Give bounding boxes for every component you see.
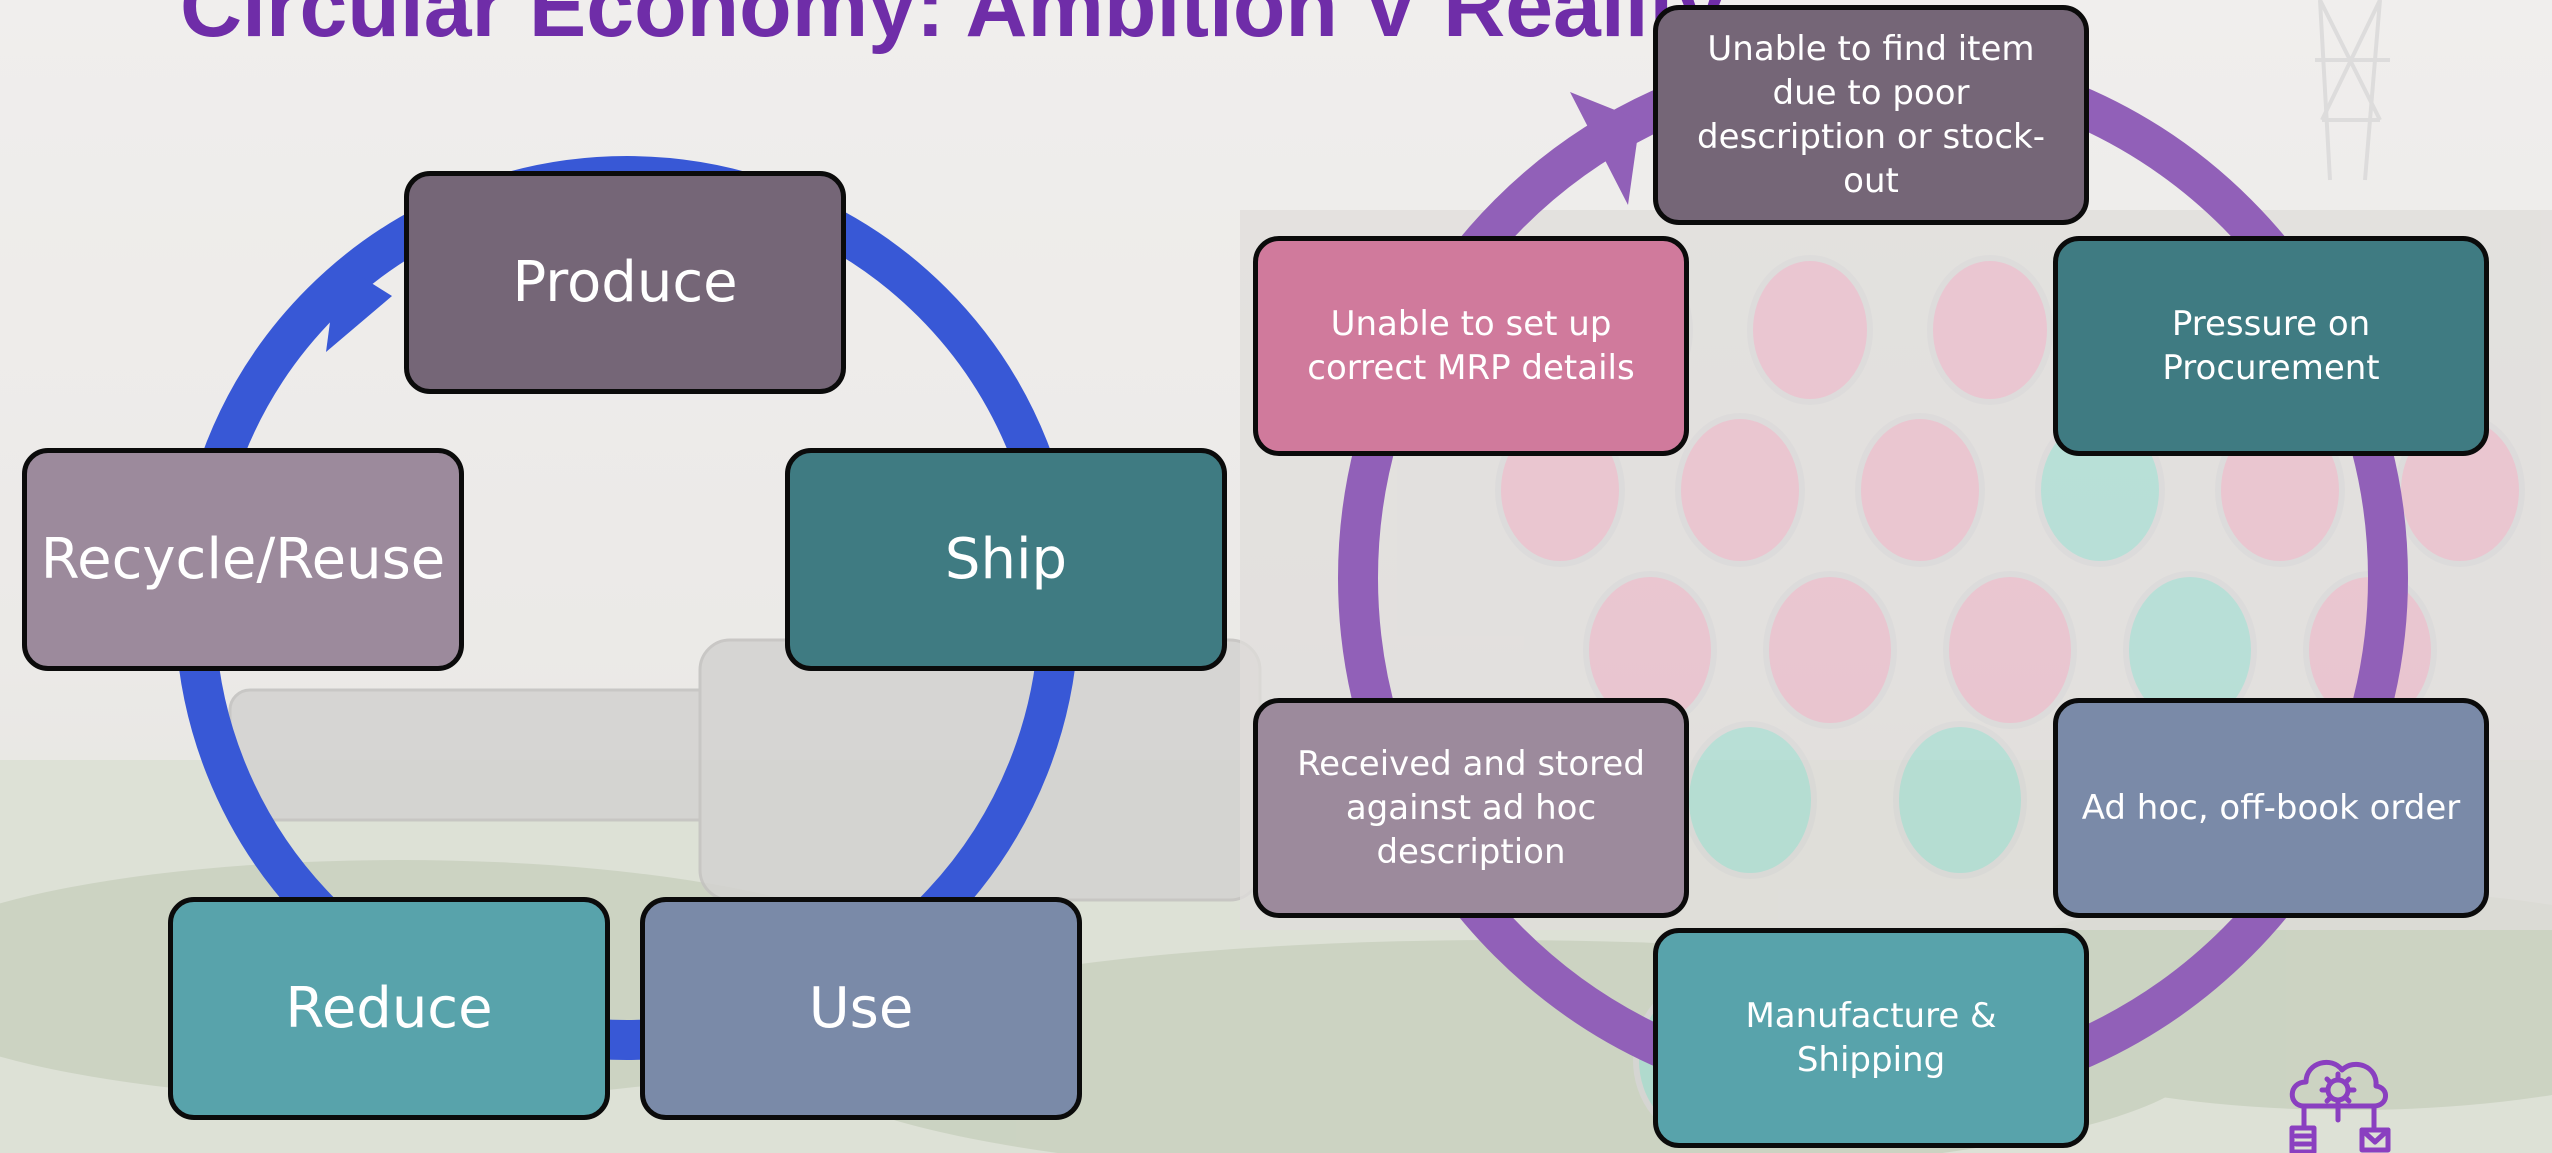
recycle-reuse-box[interactable]: Recycle/Reuse: [22, 448, 464, 671]
cloud-gear-network-icon: [2289, 1059, 2391, 1153]
mrp-details-box[interactable]: Unable to set up correct MRP details: [1253, 236, 1689, 456]
produce-label: Produce: [512, 249, 738, 315]
slide-title: Circular Economy: Ambition V Reality: [180, 0, 1726, 55]
right-cycle-arrowhead: [1570, 92, 1640, 205]
manufacture-shipping-box[interactable]: Manufacture & Shipping: [1653, 928, 2089, 1148]
recycle-reuse-label: Recycle/Reuse: [40, 526, 446, 592]
reduce-box[interactable]: Reduce: [168, 897, 610, 1120]
unable-to-find-item-box[interactable]: Unable to find item due to poor descript…: [1653, 5, 2089, 225]
manufacture-shipping-label: Manufacture & Shipping: [1745, 995, 1997, 1080]
ship-label: Ship: [944, 526, 1068, 592]
pressure-on-procurement-label: Pressure on Procurement: [2162, 303, 2380, 388]
mrp-details-label: Unable to set up correct MRP details: [1307, 303, 1635, 388]
left-cycle-arrowhead: [326, 262, 392, 352]
use-label: Use: [808, 975, 914, 1041]
received-and-stored-box[interactable]: Received and stored against ad hoc descr…: [1253, 698, 1689, 918]
use-box[interactable]: Use: [640, 897, 1082, 1120]
received-and-stored-label: Received and stored against ad hoc descr…: [1297, 743, 1645, 873]
reduce-label: Reduce: [285, 975, 493, 1041]
ship-box[interactable]: Ship: [785, 448, 1227, 671]
pressure-on-procurement-box[interactable]: Pressure on Procurement: [2053, 236, 2489, 456]
produce-box[interactable]: Produce: [404, 171, 846, 394]
ad-hoc-order-box[interactable]: Ad hoc, off-book order: [2053, 698, 2489, 918]
unable-to-find-item-label: Unable to find item due to poor descript…: [1697, 28, 2045, 202]
ad-hoc-order-label: Ad hoc, off-book order: [2081, 787, 2461, 828]
